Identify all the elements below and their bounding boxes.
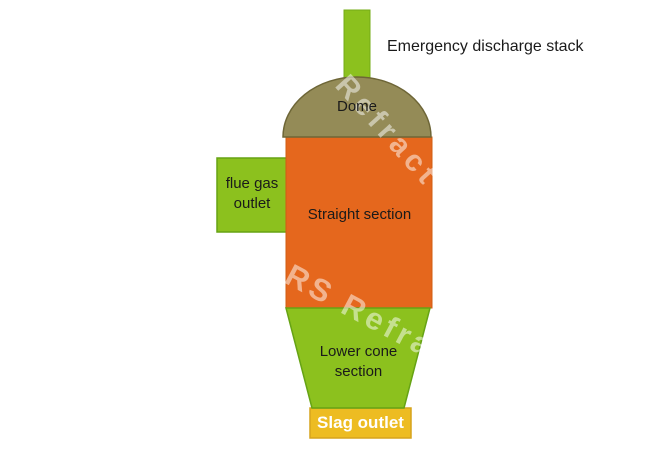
dome-label: Dome xyxy=(336,98,377,115)
straight-section-label: Straight section xyxy=(307,206,412,223)
dome-shape xyxy=(282,76,432,138)
lower-cone-shape xyxy=(285,307,431,409)
emergency-stack-label: Emergency discharge stack xyxy=(387,38,584,55)
lower-cone-label: Lower cone section xyxy=(319,343,398,381)
slag-outlet-shape xyxy=(309,407,412,439)
flue-gas-outlet-shape xyxy=(216,157,288,233)
flue-gas-outlet-label: flue gas outlet xyxy=(225,175,279,213)
slag-outlet-label: Slag outlet xyxy=(317,412,404,432)
